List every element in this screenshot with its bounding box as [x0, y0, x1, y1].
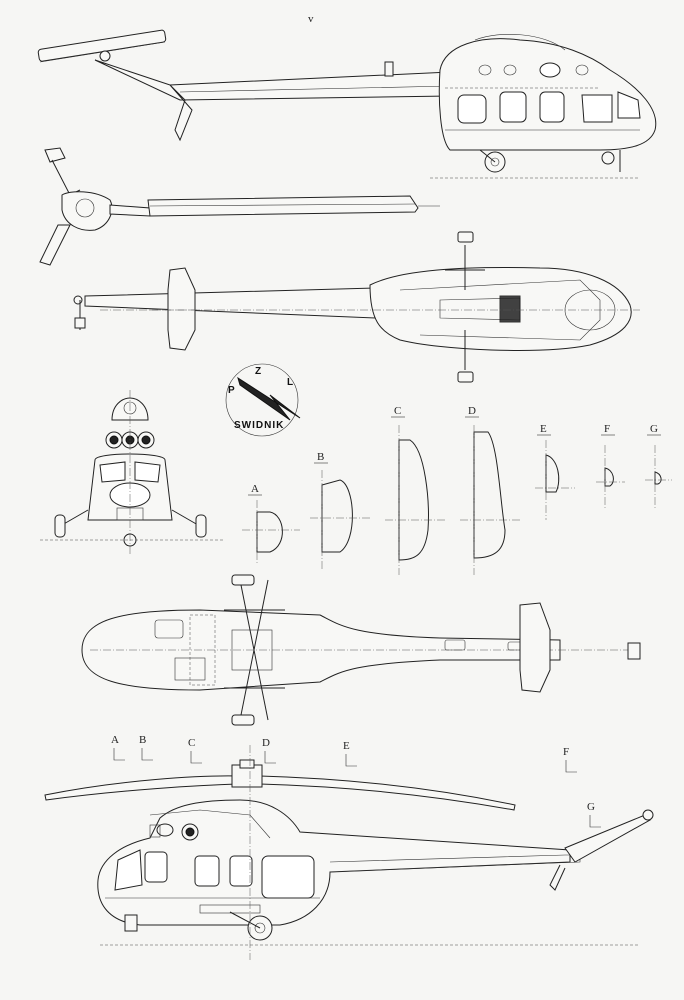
front-view — [40, 390, 225, 555]
pzl-swidnik-logo: P Z L SWIDNIK — [225, 363, 301, 437]
side-view-bottom: A B C D E F G — [44, 734, 654, 960]
section-label-g: G — [650, 423, 658, 435]
bottom-view — [81, 574, 641, 726]
marker-e: E — [343, 740, 350, 752]
section-label-e: E — [540, 423, 547, 435]
section-label-b: B — [317, 451, 324, 463]
section-label-c: C — [394, 405, 401, 417]
stray-mark: v — [308, 13, 314, 25]
logo-letter-p: P — [228, 385, 236, 396]
cross-sections: A B C D E F G — [242, 405, 672, 575]
logo-letter-l: L — [287, 377, 294, 388]
logo-letter-z: Z — [255, 366, 262, 377]
marker-b: B — [139, 734, 146, 746]
marker-d: D — [262, 737, 270, 749]
side-view-top — [37, 29, 657, 179]
marker-a: A — [111, 734, 119, 746]
rotor-hub-detail — [39, 147, 440, 266]
section-label-a: A — [251, 483, 259, 495]
logo-text: SWIDNIK — [234, 420, 284, 431]
marker-c: C — [188, 737, 195, 749]
marker-f: F — [563, 746, 569, 758]
section-label-f: F — [604, 423, 610, 435]
section-label-d: D — [468, 405, 476, 417]
marker-g: G — [587, 801, 595, 813]
top-view — [73, 231, 640, 383]
